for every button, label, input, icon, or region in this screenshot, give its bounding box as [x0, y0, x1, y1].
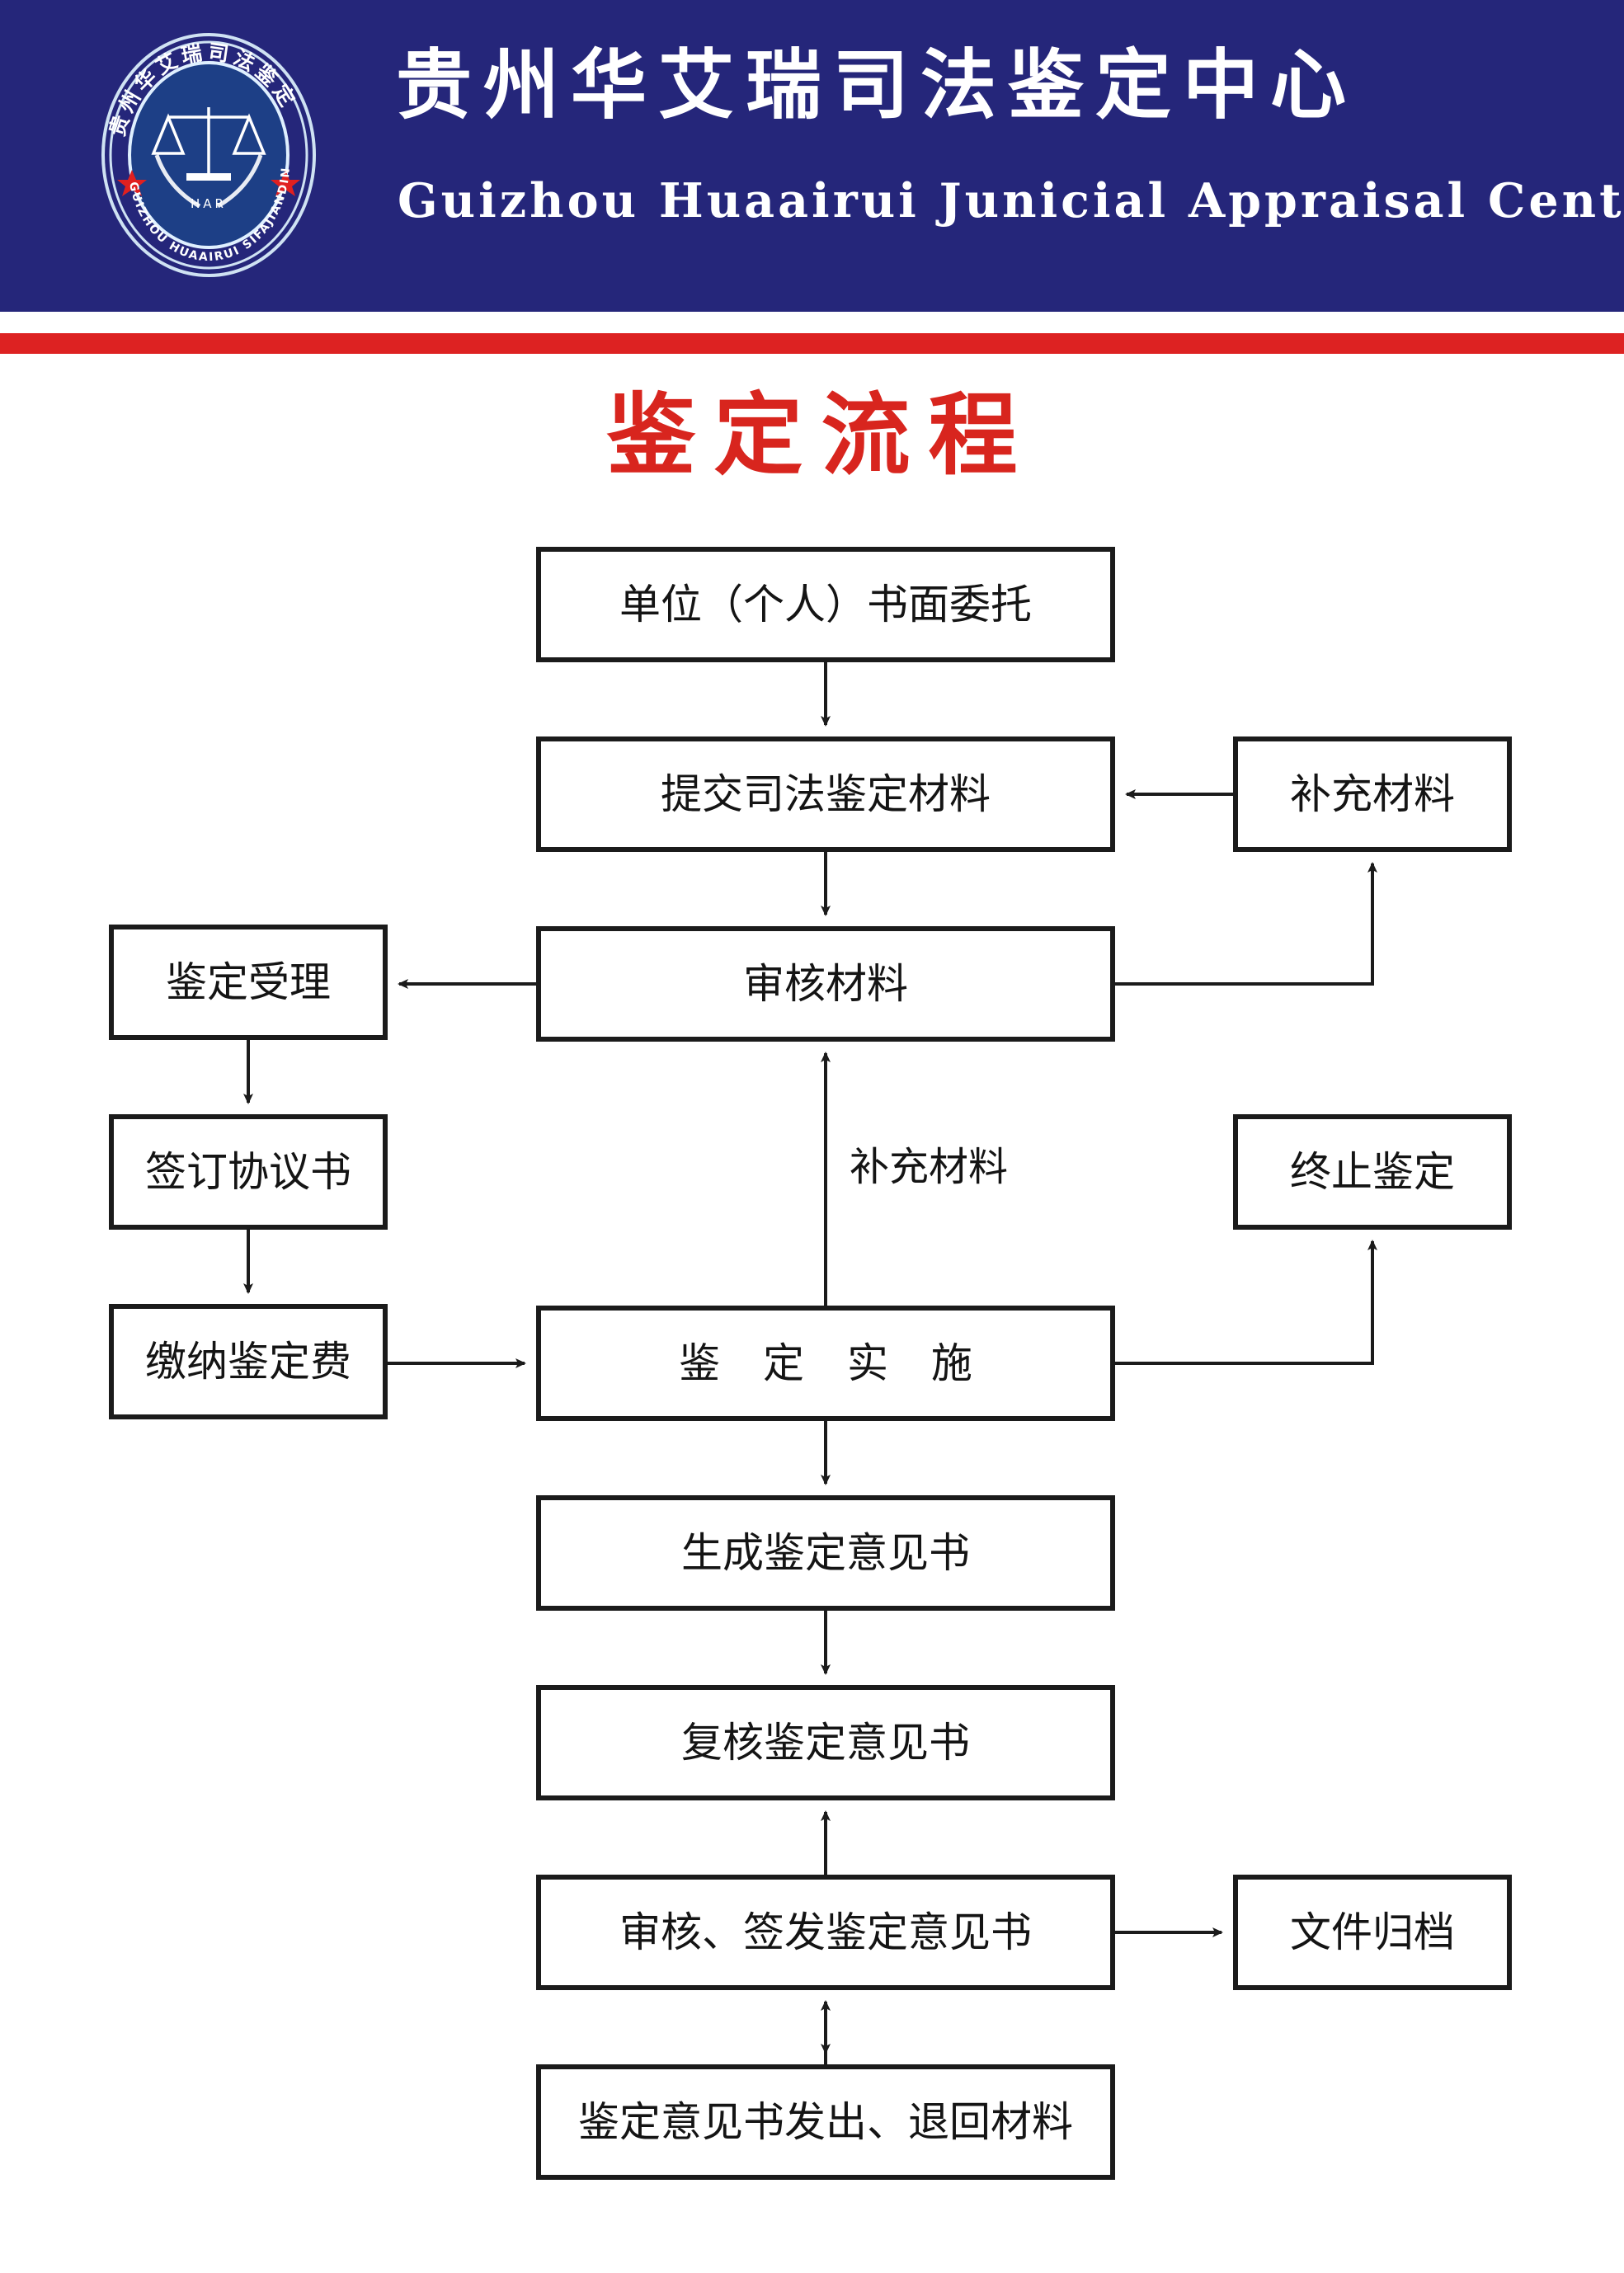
banner-red-rule	[0, 333, 1624, 354]
flow-node-implement[interactable]: 鉴 定 实 施	[536, 1306, 1115, 1421]
flow-node-fee[interactable]: 缴纳鉴定费	[109, 1304, 388, 1419]
banner-white-gap	[0, 312, 1624, 333]
flow-node-entrust[interactable]: 单位（个人）书面委托	[536, 547, 1115, 662]
flow-node-archive[interactable]: 文件归档	[1233, 1875, 1512, 1990]
edge-label-supplement: 补充材料	[850, 1144, 1009, 1190]
flow-node-agreement[interactable]: 签订协议书	[109, 1114, 388, 1230]
flow-node-generate[interactable]: 生成鉴定意见书	[536, 1495, 1115, 1611]
page-title: 鉴定流程	[606, 384, 1036, 487]
svg-text:HAR: HAR	[191, 196, 227, 211]
organization-name-en: Guizhou Huaairui Junicial Appraisal Cent…	[398, 173, 1624, 228]
flow-node-issue[interactable]: 鉴定意见书发出、退回材料	[536, 2064, 1115, 2180]
organization-name-cn: 贵州华艾瑞司法鉴定中心	[396, 41, 1358, 129]
flow-node-recheck[interactable]: 复核鉴定意见书	[536, 1685, 1115, 1800]
flow-node-submit[interactable]: 提交司法鉴定材料	[536, 736, 1115, 852]
flow-node-supply[interactable]: 补充材料	[1233, 736, 1512, 852]
organization-seal-logo: HAR 贵州华艾瑞司法鉴定 GUIZHOU HUAAIRUI SIFAJIAND…	[99, 31, 318, 279]
flow-node-review[interactable]: 审核材料	[536, 926, 1115, 1042]
flow-node-terminate[interactable]: 终止鉴定	[1233, 1114, 1512, 1230]
flow-node-signoff[interactable]: 审核、签发鉴定意见书	[536, 1875, 1115, 1990]
flow-node-accept[interactable]: 鉴定受理	[109, 925, 388, 1040]
